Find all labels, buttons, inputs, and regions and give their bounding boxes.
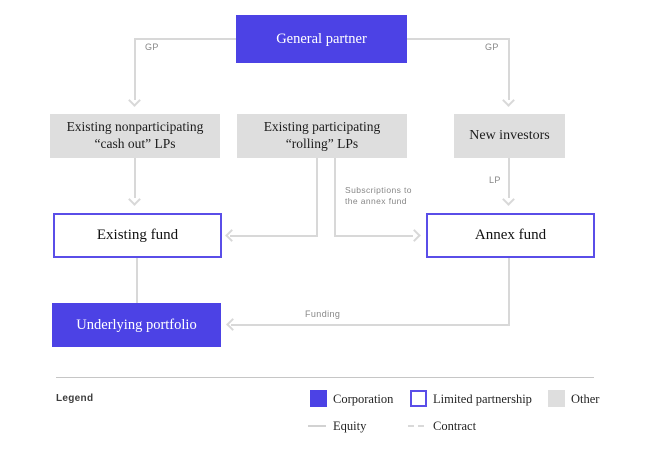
edge-rolling-annex-horizontal xyxy=(334,235,413,237)
legend-label-contract: Contract xyxy=(433,419,477,433)
legend-swatch-equity-line xyxy=(308,425,326,427)
edge-label-subscriptions-line2: the annex fund xyxy=(345,196,407,206)
edge-existing-portfolio xyxy=(136,258,138,303)
node-annex-fund: Annex fund xyxy=(426,213,595,258)
edge-label-subscriptions: Subscriptions to the annex fund xyxy=(345,185,412,207)
node-rolling-lps-line1: Existing participating xyxy=(263,119,381,135)
edge-funding-vertical xyxy=(508,258,510,326)
legend-swatch-other xyxy=(548,390,565,407)
arrowhead-down-icon xyxy=(128,193,141,206)
node-cash-out-lps-line2: “cash out” LPs xyxy=(94,136,176,151)
edge-cashout-existing xyxy=(134,158,136,198)
arrowhead-down-icon xyxy=(502,193,515,206)
legend-swatch-corporation xyxy=(310,390,327,407)
legend-label-limited-partnership: Limited partnership xyxy=(433,392,532,406)
node-existing-fund-label: Existing fund xyxy=(96,227,179,244)
node-rolling-lps-label: Existing participating “rolling” LPs xyxy=(264,119,381,153)
node-rolling-lps: Existing participating “rolling” LPs xyxy=(237,114,407,158)
edge-rolling-existing-horizontal xyxy=(230,235,318,237)
legend-label-other: Other xyxy=(571,392,600,406)
arrowhead-right-icon xyxy=(408,229,421,242)
legend-label-corporation: Corporation xyxy=(333,392,394,406)
node-rolling-lps-line2: “rolling” LPs xyxy=(285,136,359,151)
node-cash-out-lps: Existing nonparticipating “cash out” LPs xyxy=(50,114,220,158)
legend-label-equity: Equity xyxy=(333,419,367,433)
edge-label-subscriptions-line1: Subscriptions to xyxy=(345,185,412,195)
node-new-investors: New investors xyxy=(454,114,565,158)
arrowhead-left-icon xyxy=(225,229,238,242)
edge-label-gp-left: GP xyxy=(145,42,159,52)
node-new-investors-label: New investors xyxy=(469,128,550,144)
node-existing-fund: Existing fund xyxy=(53,213,222,258)
node-general-partner: General partner xyxy=(236,15,407,63)
legend-swatch-limited-partnership xyxy=(410,390,427,407)
legend-title: Legend xyxy=(56,393,94,404)
node-cash-out-lps-label: Existing nonparticipating “cash out” LPs xyxy=(67,119,204,153)
edge-gp-left-vertical xyxy=(134,38,136,100)
edge-label-gp-right: GP xyxy=(485,42,499,52)
arrowhead-down-icon xyxy=(502,94,515,107)
edge-rolling-existing-vertical xyxy=(316,158,318,237)
edge-label-lp: LP xyxy=(489,175,501,185)
edge-gp-right-horizontal xyxy=(407,38,510,40)
node-annex-fund-label: Annex fund xyxy=(474,227,547,244)
edge-newinvestors-annex xyxy=(508,158,510,198)
node-general-partner-label: General partner xyxy=(276,30,367,47)
arrowhead-down-icon xyxy=(128,94,141,107)
node-cash-out-lps-line1: Existing nonparticipating xyxy=(66,119,204,135)
edge-gp-left-horizontal xyxy=(134,38,236,40)
legend-swatch-contract-dash xyxy=(408,425,414,427)
edge-funding-horizontal xyxy=(231,324,510,326)
arrowhead-left-icon xyxy=(226,318,239,331)
edge-label-funding: Funding xyxy=(305,309,341,319)
legend-swatch-contract-dash xyxy=(418,425,424,427)
edge-rolling-annex-vertical xyxy=(334,158,336,237)
node-underlying-portfolio: Underlying portfolio xyxy=(52,303,221,347)
legend-divider xyxy=(56,377,594,378)
edge-gp-right-vertical xyxy=(508,38,510,100)
node-underlying-portfolio-label: Underlying portfolio xyxy=(76,316,197,333)
